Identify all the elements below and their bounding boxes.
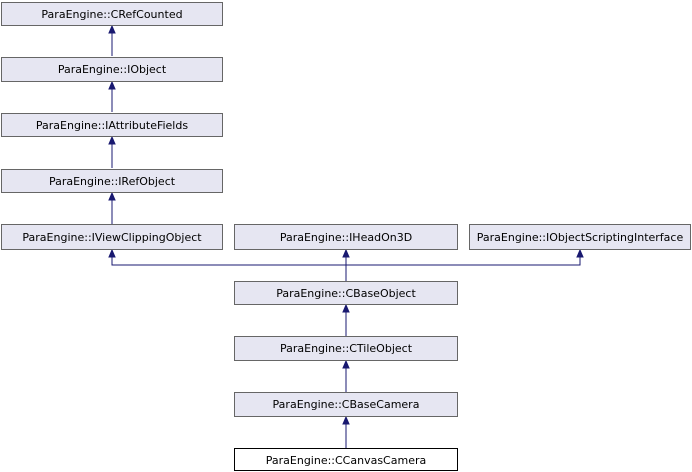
node-iobject[interactable]: ParaEngine::IObject	[1, 57, 223, 82]
arrow-cbaseobject	[342, 303, 350, 313]
node-label-iobject: ParaEngine::IObject	[58, 63, 167, 76]
node-ccanvascamera: ParaEngine::CCanvasCamera	[234, 448, 458, 471]
node-label-iviewclippingobject: ParaEngine::IViewClippingObject	[22, 231, 202, 244]
arrow-iattributefields	[108, 135, 116, 145]
edge-cbaseobject-to-parents	[111, 256, 347, 281]
node-label-iattributefields: ParaEngine::IAttributeFields	[36, 119, 188, 132]
node-crefcounted[interactable]: ParaEngine::CRefCounted	[1, 2, 223, 26]
node-label-ctileobject: ParaEngine::CTileObject	[280, 342, 413, 355]
node-ctileobject[interactable]: ParaEngine::CTileObject	[234, 336, 458, 361]
node-label-ccanvascamera: ParaEngine::CCanvasCamera	[266, 454, 426, 467]
edges	[108, 24, 584, 448]
arrow-iviewclippingobject	[108, 248, 116, 258]
arrow-iheadon3d	[342, 248, 350, 258]
node-irefobject[interactable]: ParaEngine::IRefObject	[1, 169, 223, 193]
node-cbasecamera[interactable]: ParaEngine::CBaseCamera	[234, 392, 458, 417]
arrow-iobjectscriptinginterface	[576, 248, 584, 258]
arrow-ctileobject	[342, 359, 350, 369]
node-cbaseobject[interactable]: ParaEngine::CBaseObject	[234, 281, 458, 305]
edge-cbaseobject-to-iobjectscripting	[346, 256, 581, 266]
node-label-irefobject: ParaEngine::IRefObject	[49, 175, 176, 188]
arrow-crefcounted	[108, 24, 116, 34]
node-iviewclippingobject[interactable]: ParaEngine::IViewClippingObject	[1, 224, 223, 250]
node-label-iheadon3d: ParaEngine::IHeadOn3D	[280, 231, 412, 244]
arrow-irefobject	[108, 191, 116, 201]
node-label-iobjectscriptinginterface: ParaEngine::IObjectScriptingInterface	[477, 231, 684, 244]
arrow-iobject	[108, 80, 116, 90]
node-iobjectscriptinginterface[interactable]: ParaEngine::IObjectScriptingInterface	[469, 224, 691, 250]
node-label-cbaseobject: ParaEngine::CBaseObject	[276, 287, 416, 300]
node-label-cbasecamera: ParaEngine::CBaseCamera	[273, 398, 420, 411]
node-iheadon3d[interactable]: ParaEngine::IHeadOn3D	[234, 224, 458, 250]
node-iattributefields[interactable]: ParaEngine::IAttributeFields	[1, 113, 223, 137]
node-label-crefcounted: ParaEngine::CRefCounted	[41, 8, 182, 21]
arrow-cbasecamera	[342, 415, 350, 425]
